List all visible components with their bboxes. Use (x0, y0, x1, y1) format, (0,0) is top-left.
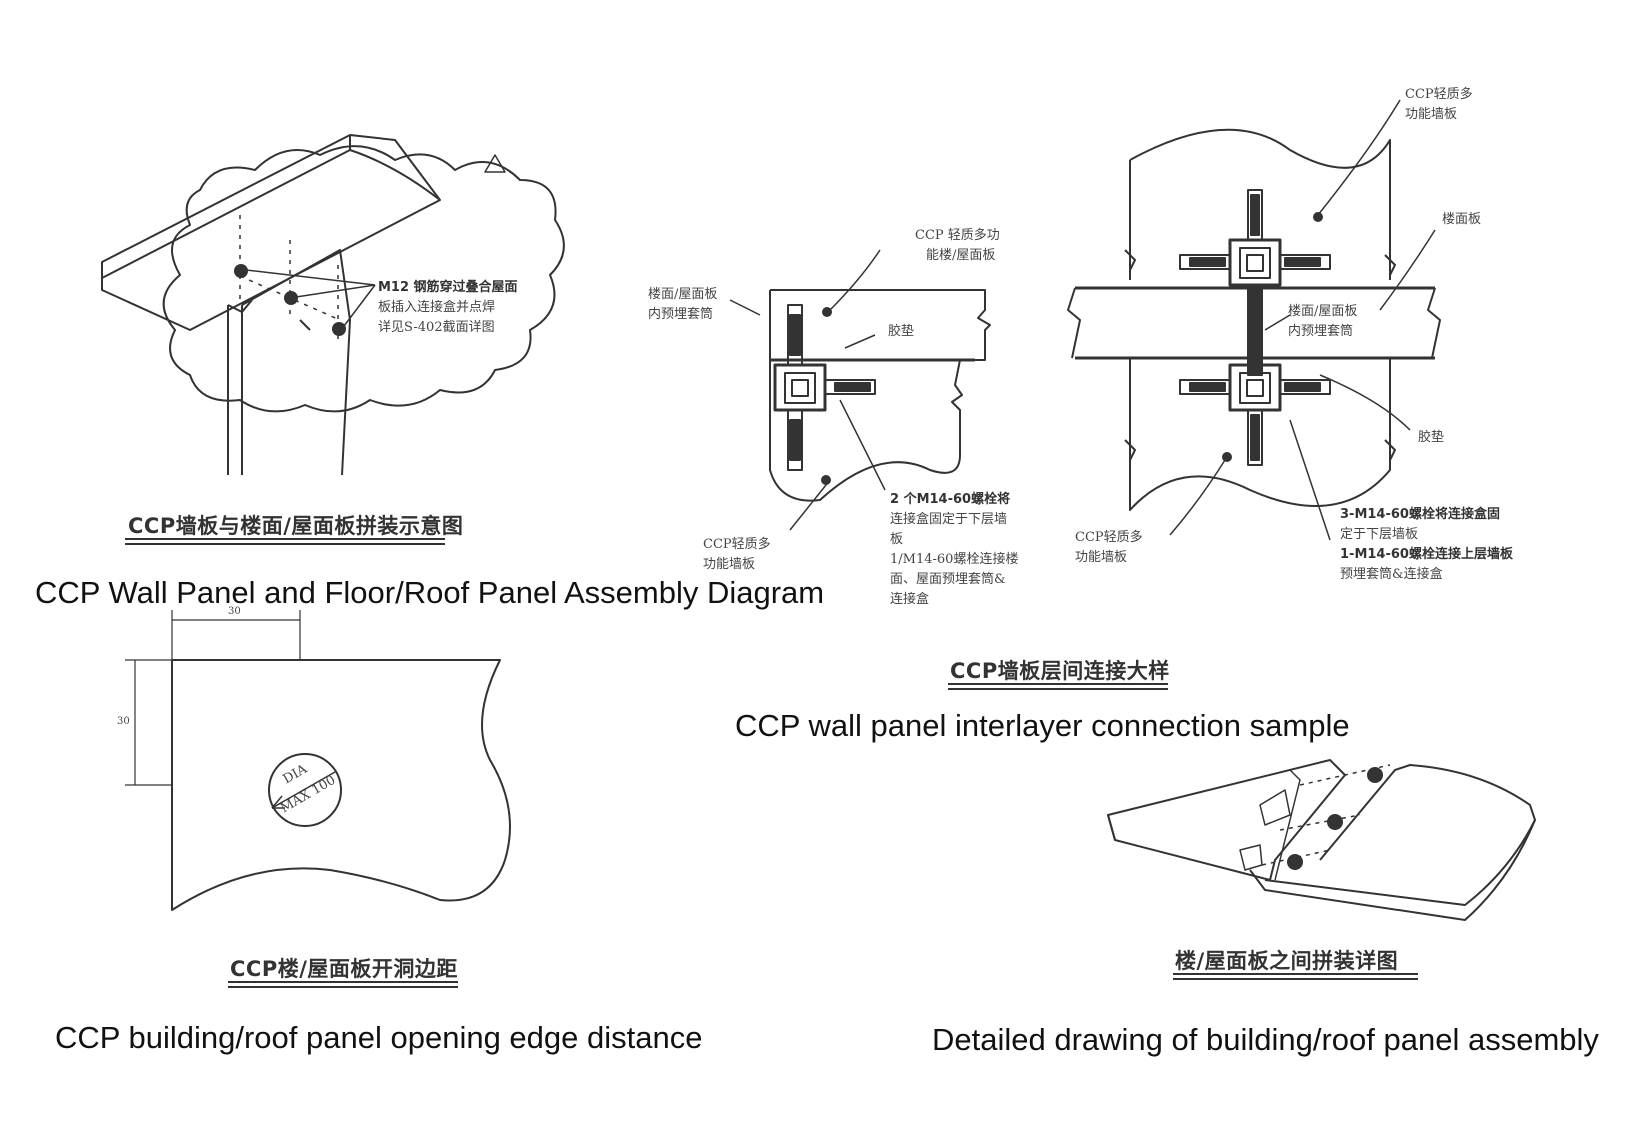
floor-panel-label: 楼面板 (1442, 212, 1482, 227)
bolt-note-1: 2 个M14-60螺栓将 (890, 492, 1011, 507)
lower-wall-panel-label-2: 功能墙板 (1075, 550, 1128, 565)
panel-assembly-title-en: Detailed drawing of building/roof panel … (932, 1022, 1599, 1057)
right-bolt-note-2: 定于下层墙板 (1340, 527, 1419, 542)
wall-panel-label-1: CCP轻质多 (703, 537, 771, 552)
opening-title-cn: CCP楼/屋面板开洞边距 (230, 957, 458, 981)
rebar-note-line-1: M12 钢筋穿过叠合屋面 (378, 280, 518, 295)
upper-wall-panel-label-1: CCP轻质多 (1405, 87, 1473, 102)
floor-panel-label-1: CCP 轻质多功 (915, 228, 1000, 243)
panel-assembly-drawing (1107, 759, 1536, 921)
bolt-note-4: 1/M14-60螺栓连接楼 (890, 552, 1019, 567)
title-underline (125, 538, 445, 545)
bolt-note-3: 板 (890, 532, 904, 547)
panel-assembly-title-cn: 楼/屋面板之间拼装详图 (1175, 949, 1399, 973)
bolt-note-5: 面、屋面预埋套筒& (890, 572, 1006, 587)
right-sleeve-label-1: 楼面/屋面板 (1288, 304, 1358, 319)
bolt-note-6: 连接盒 (890, 592, 930, 607)
wall-panel-label-2: 功能墙板 (703, 557, 756, 572)
lower-wall-panel-label-1: CCP轻质多 (1075, 530, 1143, 545)
right-gasket-label: 胶垫 (1418, 430, 1445, 445)
interlayer-right-drawing (1067, 99, 1441, 541)
dimension-left: 30 (117, 716, 130, 727)
right-bolt-note-3: 1-M14-60螺栓连接上层墙板 (1340, 547, 1513, 562)
assembly-diagram-title-en: CCP Wall Panel and Floor/Roof Panel Asse… (35, 575, 825, 610)
title-underline (1173, 973, 1418, 980)
floor-panel-label-2: 能楼/屋面板 (926, 248, 996, 263)
interlayer-title-cn: CCP墙板层间连接大样 (950, 659, 1170, 683)
right-bolt-note-1: 3-M14-60螺栓将连接盒固 (1340, 507, 1500, 522)
rebar-note-line-2: 板插入连接盒并点焊 (378, 300, 496, 315)
revision-cloud (162, 145, 565, 413)
upper-wall-panel-label-2: 功能墙板 (1405, 107, 1458, 122)
title-underline (228, 981, 458, 988)
dimension-top: 30 (228, 606, 241, 617)
wall-floor-assembly-drawing (101, 134, 565, 476)
title-underline (948, 683, 1168, 690)
rebar-note-line-3: 详见S-402截面详图 (378, 320, 495, 335)
opening-title-en: CCP building/roof panel opening edge dis… (55, 1020, 703, 1055)
gasket-label: 胶垫 (888, 324, 915, 339)
assembly-diagram-title-cn: CCP墙板与楼面/屋面板拼装示意图 (128, 514, 464, 538)
right-bolt-note-4: 预埋套筒&连接盒 (1340, 567, 1443, 582)
sleeve-label-2: 内预埋套筒 (648, 307, 714, 322)
opening-edge-drawing (125, 610, 511, 911)
interlayer-left-drawing (729, 249, 991, 531)
right-sleeve-label-2: 内预埋套筒 (1288, 324, 1354, 339)
interlayer-title-en: CCP wall panel interlayer connection sam… (735, 708, 1350, 743)
sleeve-label-1: 楼面/屋面板 (648, 287, 718, 302)
bolt-note-2: 连接盒固定于下层墙 (890, 512, 1008, 527)
